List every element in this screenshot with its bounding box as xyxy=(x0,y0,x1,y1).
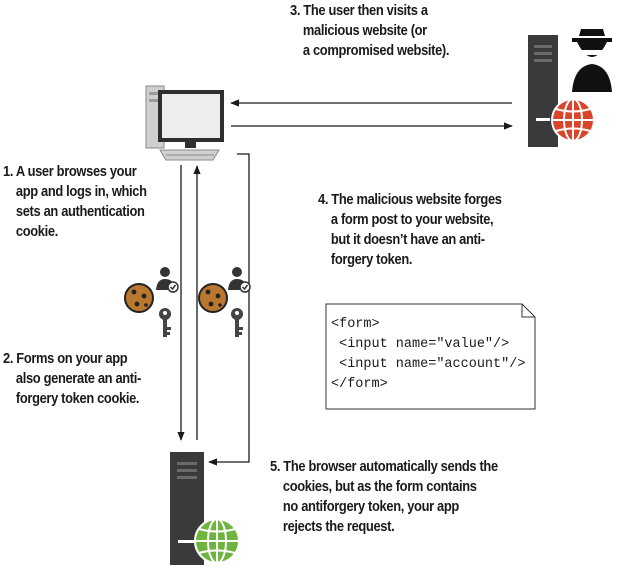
step-5-line-1: 5. The browser automatically sends the xyxy=(270,458,498,475)
step-4-line-4: forgery token. xyxy=(330,251,413,268)
code-line-form-open: <form> xyxy=(331,317,380,332)
code-line-input-account: <input name="account"/> xyxy=(331,357,526,372)
step-4-caption: 4. The malicious website forges a form p… xyxy=(318,190,502,270)
web-server-icon xyxy=(170,452,240,565)
key-icon xyxy=(159,308,171,337)
step-3-line-2: malicious website (or xyxy=(302,22,427,39)
step-3-line-1: 3. The user then visits a xyxy=(290,2,428,19)
code-line-form-close: </form> xyxy=(331,377,388,392)
cookie-icon xyxy=(198,283,228,313)
step-3-caption: 3. The user then visits a malicious webs… xyxy=(290,1,449,61)
step-5-caption: 5. The browser automatically sends the c… xyxy=(270,457,498,537)
code-line-input-value: <input name="value"/> xyxy=(331,337,510,352)
step-2-line-2: also generate an anti- xyxy=(15,370,141,387)
forged-form-code: <form> <input name="value"/> <input name… xyxy=(331,315,525,395)
step-2-line-3: forgery token cookie. xyxy=(15,390,140,407)
desktop-computer-icon xyxy=(145,85,224,161)
step-2-line-1: 2. Forms on your app xyxy=(3,350,128,367)
arrow-forged-post-to-app xyxy=(208,153,250,466)
step-4-line-2: a form post to your website, xyxy=(330,211,494,228)
step-3-line-3: a compromised website). xyxy=(302,42,450,59)
step-1-line-2: app and logs in, which xyxy=(15,183,147,200)
user-checkmark-icon xyxy=(228,267,251,293)
cookie-token-group-right xyxy=(198,267,251,337)
step-4-line-1: 4. The malicious website forges xyxy=(318,191,502,208)
step-4-line-3: but it doesn’t have an anti- xyxy=(330,231,485,248)
step-1-line-1: 1. A user browses your xyxy=(3,163,137,180)
step-1-line-4: cookie. xyxy=(15,223,58,240)
document-icon xyxy=(325,303,536,410)
cookie-icon xyxy=(124,283,154,313)
step-5-line-3: no antiforgery token, your app xyxy=(282,498,459,515)
step-2-caption: 2. Forms on your app also generate an an… xyxy=(3,349,141,409)
step-1-caption: 1. A user browses your app and logs in, … xyxy=(3,162,147,242)
server-with-hacker-icon xyxy=(528,29,612,147)
step-1-line-3: sets an authentication xyxy=(15,203,145,220)
cookie-token-group-left xyxy=(124,267,179,337)
user-checkmark-icon xyxy=(156,267,179,293)
step-5-line-2: cookies, but as the form contains xyxy=(282,478,477,495)
step-5-line-4: rejects the request. xyxy=(282,518,395,535)
key-icon xyxy=(231,308,243,337)
